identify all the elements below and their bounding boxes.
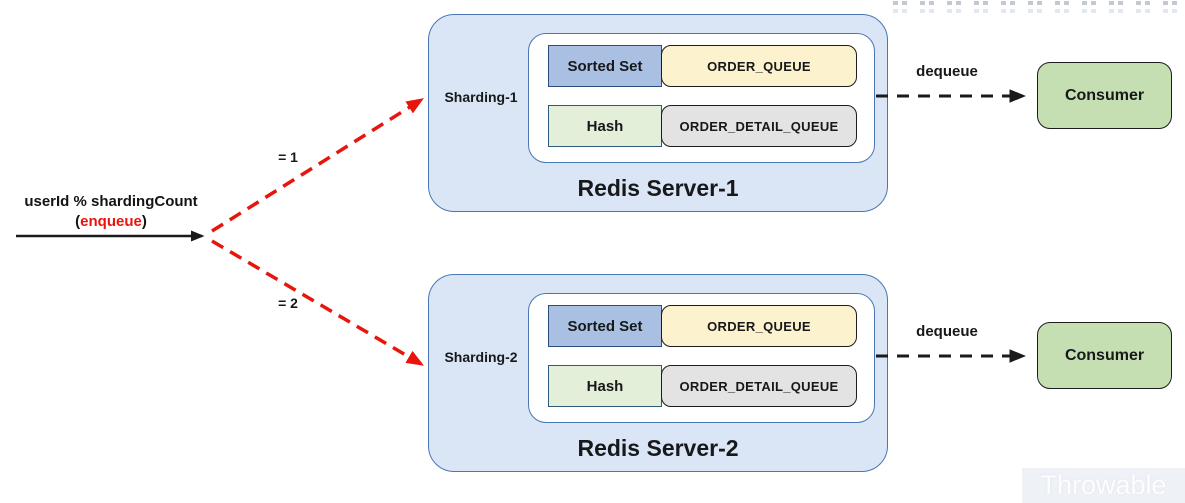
- dequeue-label-2: dequeue: [916, 323, 978, 340]
- hash-row: Hash ORDER_DETAIL_QUEUE: [548, 105, 857, 147]
- order-detail-queue-box: ORDER_DETAIL_QUEUE: [661, 365, 857, 407]
- order-queue-box: ORDER_QUEUE: [661, 45, 857, 87]
- faint-dotted-strip: [893, 9, 1185, 13]
- order-detail-queue-box: ORDER_DETAIL_QUEUE: [661, 105, 857, 147]
- throwable-watermark: Throwable: [1022, 468, 1185, 503]
- enqueue-word: enqueue: [80, 213, 142, 230]
- redis-server-1-box: Sharding-1 Sorted Set ORDER_QUEUE Hash O…: [428, 14, 888, 212]
- formula-text: userId % shardingCount: [24, 193, 198, 210]
- enqueue-formula-label: userId % shardingCount (enqueue): [8, 192, 214, 232]
- sorted-set-row: Sorted Set ORDER_QUEUE: [548, 45, 857, 87]
- redis-server-2-box: Sharding-2 Sorted Set ORDER_QUEUE Hash O…: [428, 274, 888, 472]
- consumer-1-box: Consumer: [1037, 62, 1172, 129]
- dequeue-label-1: dequeue: [916, 63, 978, 80]
- branch-label-2: = 2: [278, 295, 298, 311]
- paren-close: ): [141, 213, 147, 230]
- sorted-set-row: Sorted Set ORDER_QUEUE: [548, 305, 857, 347]
- branch-label-1: = 1: [278, 149, 298, 165]
- enqueue-text: (enqueue): [8, 212, 214, 232]
- redis-server-1-title: Redis Server-1: [577, 175, 739, 201]
- branch-arrow-sharding-2: [211, 239, 425, 366]
- redis-server-2-data-panel: Sorted Set ORDER_QUEUE Hash ORDER_DETAIL…: [528, 293, 875, 423]
- order-queue-box: ORDER_QUEUE: [661, 305, 857, 347]
- branch-arrow-sharding-1: [211, 98, 424, 233]
- sharding-1-label: Sharding-1: [444, 89, 518, 105]
- redis-server-1-data-panel: Sorted Set ORDER_QUEUE Hash ORDER_DETAIL…: [528, 33, 875, 163]
- redis-server-2-title: Redis Server-2: [577, 435, 739, 461]
- sharding-2-label: Sharding-2: [444, 349, 518, 365]
- hash-row: Hash ORDER_DETAIL_QUEUE: [548, 365, 857, 407]
- paren-open: (: [75, 213, 81, 230]
- consumer-2-box: Consumer: [1037, 322, 1172, 389]
- sorted-set-box: Sorted Set: [548, 305, 662, 347]
- faint-dotted-strip: [893, 1, 1185, 5]
- sorted-set-box: Sorted Set: [548, 45, 662, 87]
- hash-box: Hash: [548, 105, 662, 147]
- hash-box: Hash: [548, 365, 662, 407]
